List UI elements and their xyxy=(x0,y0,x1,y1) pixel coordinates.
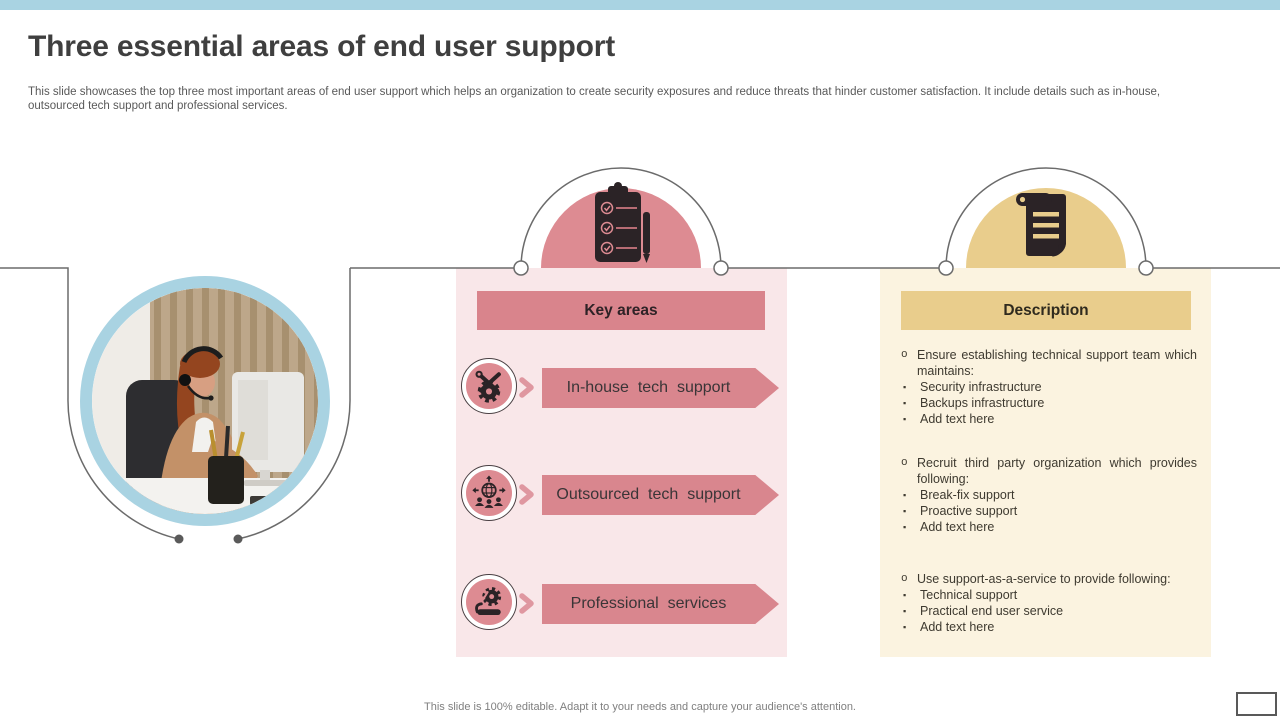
description-bullets: ▪Technical support ▪Practical end user s… xyxy=(901,587,1197,635)
circle-bullet: o xyxy=(901,349,908,361)
globe-network-icon xyxy=(461,465,517,521)
bullet-item: ▪Security infrastructure xyxy=(903,380,1042,394)
hand-gear-icon xyxy=(461,574,517,630)
bullet-item: ▪Practical end user service xyxy=(903,604,1064,618)
key-area-label: Professional services xyxy=(570,595,727,612)
bullet-item: ▪Add text here xyxy=(903,620,995,634)
square-bullet: ▪ xyxy=(903,522,907,532)
slide-number-box xyxy=(1236,692,1277,716)
key-areas-header: Key areas xyxy=(477,291,765,330)
bullet-item: ▪Technical support xyxy=(903,588,1018,602)
key-area-item: Outsourced tech support xyxy=(542,475,779,515)
chevron-right-icon xyxy=(519,593,534,614)
description-lead: o Ensure establishing technical support … xyxy=(901,348,1197,378)
description-panel: Description o Ensure establishing techni… xyxy=(880,268,1211,657)
bullet-item: ▪Add text here xyxy=(903,520,995,534)
connector-dot xyxy=(233,534,243,544)
key-area-label: In-house tech support xyxy=(566,379,731,396)
bullet-item: ▪Backups infrastructure xyxy=(903,396,1045,410)
square-bullet: ▪ xyxy=(903,622,907,632)
key-area-item: In-house tech support xyxy=(542,368,779,408)
key-area-item: Professional services xyxy=(542,584,779,624)
square-bullet: ▪ xyxy=(903,414,907,424)
support-agent-photo xyxy=(80,276,330,526)
bullet-item: ▪Break-fix support xyxy=(903,488,1015,502)
description-block: o Recruit third party organization which… xyxy=(901,455,1197,535)
description-bullets: ▪Break-fix support ▪Proactive support ▪A… xyxy=(901,487,1197,535)
square-bullet: ▪ xyxy=(903,490,907,500)
description-lead: o Recruit third party organization which… xyxy=(901,456,1197,486)
square-bullet: ▪ xyxy=(903,506,907,516)
tan-semicircle xyxy=(966,188,1126,268)
bullet-item: ▪Proactive support xyxy=(903,504,1018,518)
key-area-label: Outsourced tech support xyxy=(556,486,741,503)
description-block: o Use support-as-a-service to provide fo… xyxy=(901,571,1197,635)
bullet-item: ▪Add text here xyxy=(903,412,995,426)
scroll-document-icon xyxy=(1016,193,1066,257)
description-lead: o Use support-as-a-service to provide fo… xyxy=(901,572,1171,586)
gear-tools-icon xyxy=(461,358,517,414)
chevron-right-icon xyxy=(519,377,534,398)
square-bullet: ▪ xyxy=(903,398,907,408)
footer-note: This slide is 100% editable. Adapt it to… xyxy=(424,701,856,713)
connector-dot xyxy=(174,534,184,544)
pink-semicircle xyxy=(541,188,701,268)
top-accent-bar xyxy=(0,0,1280,10)
square-bullet: ▪ xyxy=(903,382,907,392)
square-bullet: ▪ xyxy=(903,590,907,600)
slide-subtitle: This slide showcases the top three most … xyxy=(28,86,1161,112)
clipboard-checklist-icon xyxy=(595,182,650,263)
circle-bullet: o xyxy=(901,457,908,469)
square-bullet: ▪ xyxy=(903,606,907,616)
page-title: Three essential areas of end user suppor… xyxy=(28,30,615,63)
description-header: Description xyxy=(901,291,1191,330)
description-bullets: ▪Security infrastructure ▪Backups infras… xyxy=(901,379,1197,427)
chevron-right-icon xyxy=(519,484,534,505)
description-block: o Ensure establishing technical support … xyxy=(901,347,1197,427)
circle-bullet: o xyxy=(901,573,908,585)
key-areas-panel: Key areas xyxy=(456,268,787,657)
